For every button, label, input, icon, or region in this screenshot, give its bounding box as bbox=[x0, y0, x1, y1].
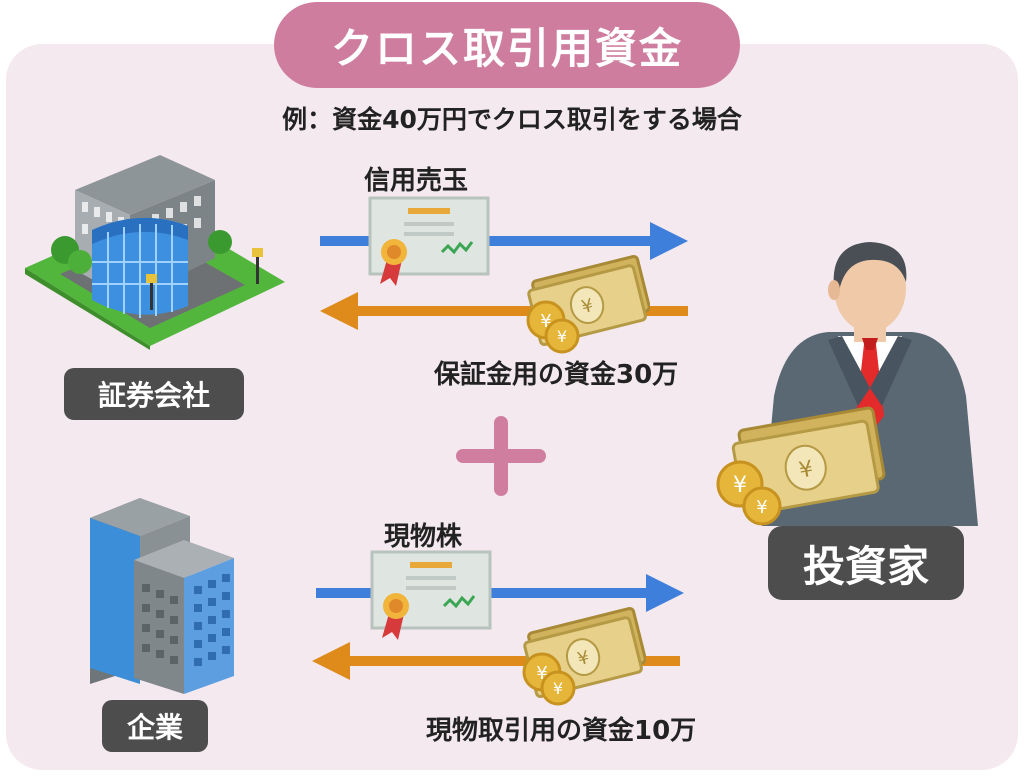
plus-icon bbox=[456, 416, 546, 496]
spot-stock-label: 現物株 bbox=[384, 522, 463, 552]
company-label: 企業 bbox=[102, 700, 208, 752]
svg-text:¥: ¥ bbox=[756, 497, 767, 518]
certificate-icon bbox=[368, 196, 490, 286]
certificate-icon bbox=[370, 550, 492, 640]
svg-text:¥: ¥ bbox=[579, 295, 595, 318]
svg-text:¥: ¥ bbox=[797, 457, 815, 484]
subtitle: 例：資金40万円でクロス取引をする場合 bbox=[282, 105, 742, 134]
diagram-title: クロス取引用資金 bbox=[330, 23, 683, 73]
yen-bills-coins-icon: ¥ ¥ ¥ bbox=[526, 254, 650, 354]
svg-text:¥: ¥ bbox=[575, 647, 591, 670]
arrow-left-icon bbox=[312, 642, 680, 680]
spot-trading-funds-label: 現物取引用の資金10万 bbox=[426, 716, 697, 746]
businessman-icon: ¥ ¥ ¥ bbox=[716, 242, 978, 526]
title-banner: クロス取引用資金 bbox=[274, 2, 740, 88]
svg-text:¥: ¥ bbox=[733, 473, 747, 498]
arrow-left-icon bbox=[320, 292, 688, 330]
svg-text:¥: ¥ bbox=[540, 311, 551, 332]
office-building-icon bbox=[25, 155, 285, 350]
svg-text:¥: ¥ bbox=[557, 327, 567, 346]
svg-text:¥: ¥ bbox=[536, 663, 547, 684]
investor-label: 投資家 bbox=[768, 526, 964, 600]
margin-short-position-label: 信用売玉 bbox=[364, 166, 469, 196]
margin-deposit-funds-label: 保証金用の資金30万 bbox=[434, 360, 679, 390]
tower-building-icon bbox=[90, 498, 234, 694]
svg-text:¥: ¥ bbox=[553, 679, 563, 698]
yen-bills-coins-icon: ¥ ¥ ¥ bbox=[522, 606, 646, 706]
securities-company-label: 証券会社 bbox=[64, 368, 244, 420]
